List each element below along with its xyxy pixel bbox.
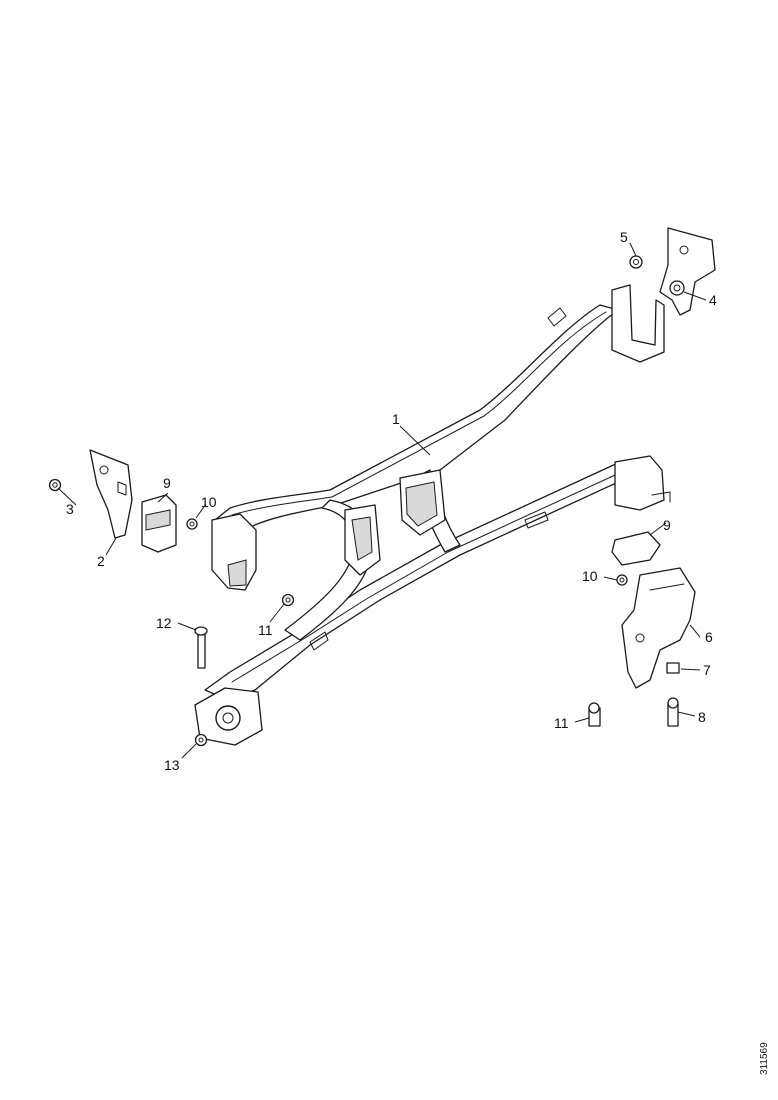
bolt-part-12	[194, 626, 208, 669]
frame-part-1	[194, 284, 671, 746]
callout-10-right: 10	[582, 568, 598, 584]
callout-10-left: 10	[201, 494, 217, 510]
callout-7: 7	[703, 662, 711, 678]
callout-11-left: 11	[258, 622, 273, 638]
callout-6: 6	[705, 629, 713, 645]
callout-13: 13	[164, 757, 180, 773]
nut-part-3	[48, 478, 62, 492]
callout-12: 12	[156, 615, 172, 631]
mount-part-9-right	[611, 531, 661, 566]
callout-2: 2	[97, 553, 105, 569]
callout-3: 3	[66, 501, 74, 517]
mount-part-9-left	[141, 494, 177, 553]
nut-part-13	[194, 733, 208, 747]
callout-11-right: 11	[554, 715, 569, 731]
callout-5: 5	[620, 229, 628, 245]
callout-8: 8	[698, 709, 706, 725]
callout-1: 1	[392, 411, 400, 427]
nut-part-7	[666, 662, 680, 674]
bracket-part-4	[659, 227, 716, 316]
drawing-code: 311569	[759, 1042, 770, 1075]
bracket-part-6	[621, 567, 696, 689]
bolt-part-8	[667, 697, 679, 727]
callout-4: 4	[709, 292, 717, 308]
callout-9-right: 9	[663, 517, 671, 533]
callout-9-left: 9	[163, 475, 171, 491]
nut-part-5	[629, 255, 643, 269]
bolt-part-11-right	[588, 702, 601, 727]
washer-part-10-left	[186, 518, 198, 530]
bolt-part-11-left	[281, 593, 295, 607]
washer-part-10-right	[616, 574, 628, 586]
callout-labels: 1 2 3 4 5 6 7 8 9 9 10 10 11 11 12 13	[66, 229, 717, 773]
leader-lines	[57, 242, 707, 759]
bracket-part-2	[89, 449, 133, 539]
